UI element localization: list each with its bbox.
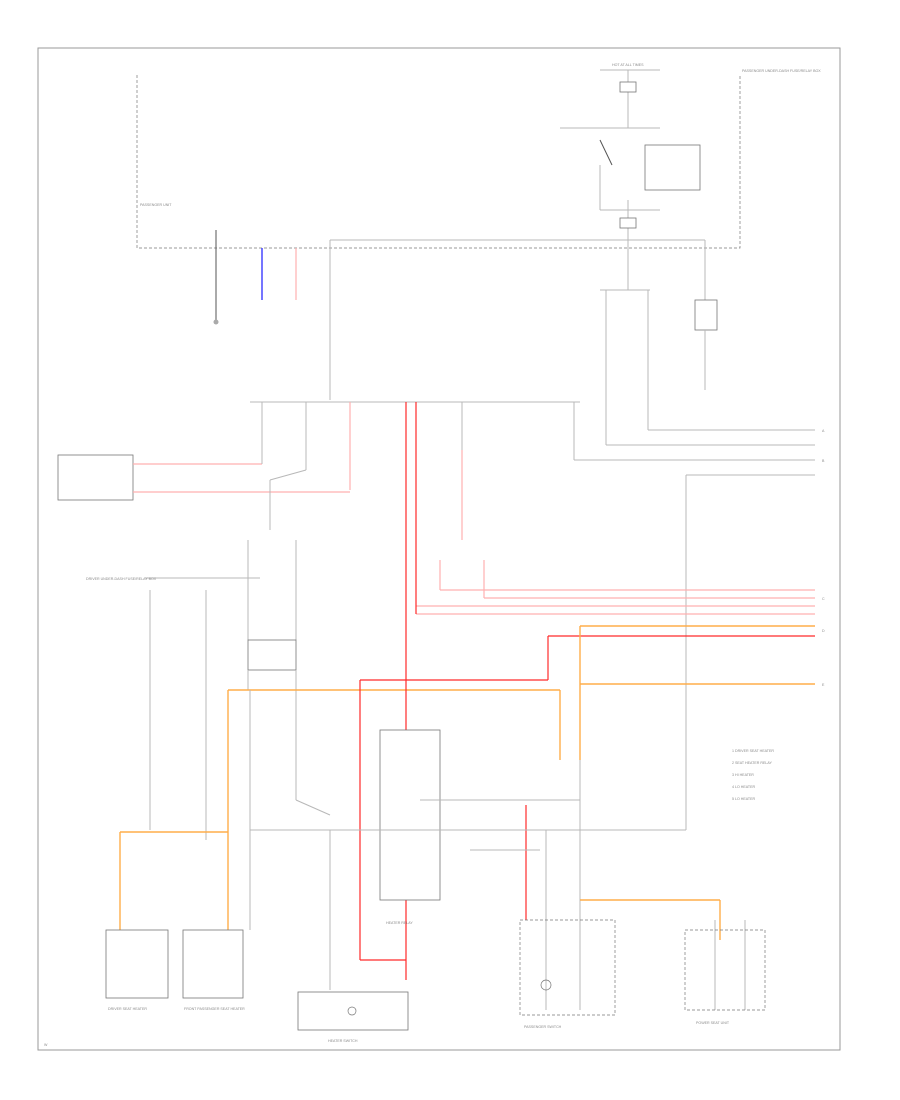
lower-middle-wires: [249, 690, 746, 1010]
edge-mark-e: E: [822, 683, 825, 687]
passenger-fuse-box-outline: [136, 75, 741, 249]
driver-seat-heater-label: DRIVER SEAT HEATER: [108, 1007, 147, 1011]
passenger-switch-lamp: [540, 979, 552, 991]
power-seat-unit-label: POWER SEAT UNIT: [696, 1021, 730, 1025]
edge-mark-a: A: [822, 429, 825, 433]
left-module-wires: [133, 460, 350, 493]
legend-item-5: 5 LO HEATER: [732, 797, 756, 801]
fuse-box-output-wires: [213, 230, 718, 445]
diagram-frame: [37, 47, 841, 1051]
edge-mark-b: B: [822, 459, 825, 463]
hot-at-all-times-label: HOT AT ALL TIMES: [612, 63, 644, 67]
edge-mark-d: D: [822, 629, 825, 633]
passenger-fuse-box-label: PASSENGER UNDER-DASH FUSE/RELAY BOX: [742, 69, 821, 73]
red-power-feed: [359, 402, 549, 980]
legend-item-1: 1 DRIVER SEAT HEATER: [732, 749, 774, 753]
middle-left-wires: [145, 469, 331, 840]
orange-harness-left: [119, 626, 581, 930]
passenger-switch-box: [519, 919, 616, 1016]
left-control-module: [57, 454, 134, 501]
legend-item-2: 2 SEAT HEATER RELAY: [732, 761, 772, 765]
heater-switch-lamp: [347, 1006, 357, 1016]
junction-connector-row: [250, 401, 580, 490]
legend: 1 DRIVER SEAT HEATER 2 SEAT HEATER RELAY…: [732, 749, 774, 801]
front-passenger-seat-heater-box: [182, 929, 244, 999]
heater-relay-box: [379, 729, 441, 901]
legend-item-4: 4 LO HEATER: [732, 785, 756, 789]
passenger-switch-label: PASSENGER SWITCH: [524, 1025, 562, 1029]
page-mark: W: [44, 1043, 48, 1047]
heater-relay-label: HEATER RELAY: [386, 921, 413, 925]
heater-switch-label: HEATER SWITCH: [328, 1039, 358, 1043]
driver-seat-heater-box: [105, 929, 169, 999]
front-passenger-seat-heater-label: FRONT PASSENGER SEAT HEATER: [184, 1007, 245, 1011]
heater-switch-box: [297, 991, 409, 1031]
edge-mark-c: C: [822, 597, 825, 601]
legend-item-3: 3 HI HEATER: [732, 773, 754, 777]
power-seat-unit-box: [684, 929, 766, 1011]
passenger-unit-label: PASSENGER UNIT: [140, 203, 172, 207]
driver-fuse-box-label: DRIVER UNDER-DASH FUSE/RELAY BOX: [86, 577, 157, 581]
right-outgoing-wires: [416, 429, 815, 830]
hot-at-all-times-feed: [560, 69, 701, 248]
